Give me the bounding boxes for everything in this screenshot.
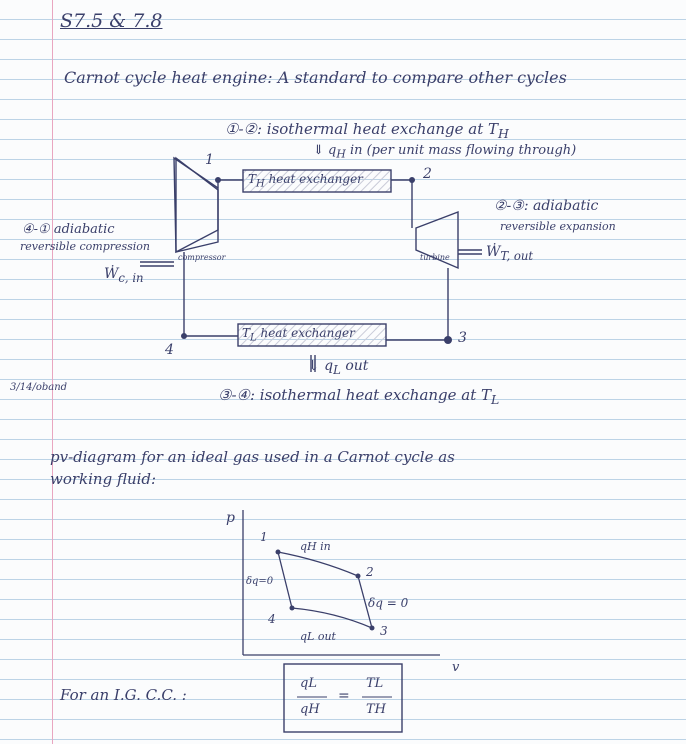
- process-2-3-b: reversible expansion: [500, 220, 616, 233]
- pv-qh-in: qH in: [300, 540, 331, 553]
- pv-ql-out: qL out: [300, 630, 336, 643]
- formula-equals: =: [338, 688, 350, 704]
- process-1-2: ①-②: isothermal heat exchange at TH: [225, 120, 509, 141]
- margin-line: [52, 0, 53, 744]
- qh-in-label: ⇓ qH in (per unit mass flowing through): [313, 143, 577, 161]
- work-in-label: Ẇc, in: [104, 266, 144, 285]
- formula-den-right: TH: [366, 702, 387, 717]
- pv-dq-left: δq=0: [246, 576, 274, 587]
- ql-out-label: ⇓ qL out: [308, 358, 369, 377]
- pv-state-4: 4: [268, 612, 276, 626]
- turbine: [415, 210, 459, 270]
- turbine-label: turbine: [420, 253, 450, 262]
- page-title: Carnot cycle heat engine: A standard to …: [64, 68, 567, 87]
- work-out-label: ẆT, out: [486, 244, 534, 263]
- state-2: 2: [423, 166, 432, 182]
- process-3-4: ③-④: isothermal heat exchange at TL: [218, 386, 500, 407]
- process-4-1-b: reversible compression: [20, 240, 151, 253]
- pv-x-label: v: [452, 660, 460, 675]
- compressor-label: compressor: [178, 253, 226, 262]
- state-4: 4: [165, 342, 174, 358]
- compressor-shape: [175, 156, 219, 253]
- pv-plot: [242, 510, 440, 656]
- high-hx-label: TH heat exchanger: [248, 172, 363, 190]
- process-4-1-a: ④-① adiabatic: [22, 222, 115, 237]
- pv-state-1: 1: [260, 530, 268, 544]
- pv-caption-line2: working fluid:: [50, 470, 157, 488]
- state-3: 3: [458, 330, 467, 346]
- side-note: 3/14/oband: [10, 382, 68, 393]
- process-2-3-a: ②-③: adiabatic: [494, 198, 599, 214]
- pv-state-2: 2: [366, 565, 374, 579]
- low-hx-label: TL heat exchanger: [242, 326, 355, 344]
- formula-den-left: qH: [300, 702, 320, 717]
- state-1: 1: [205, 152, 214, 168]
- pv-caption-line1: pv-diagram for an ideal gas used in a Ca…: [50, 448, 455, 466]
- compressor: [173, 156, 219, 254]
- pv-dq-right: δq = 0: [368, 596, 409, 610]
- formula-prefix: For an I.G. C.C. :: [60, 686, 187, 704]
- low-heat-exchanger: [237, 323, 387, 347]
- formula-box: [283, 663, 403, 733]
- pv-y-label: p: [226, 510, 235, 526]
- high-heat-exchanger: [242, 169, 392, 193]
- formula-num-right: TL: [366, 676, 384, 691]
- formula-num-left: qL: [300, 676, 317, 691]
- page-header: S7.5 & 7.8: [60, 10, 163, 32]
- pv-state-3: 3: [380, 624, 388, 638]
